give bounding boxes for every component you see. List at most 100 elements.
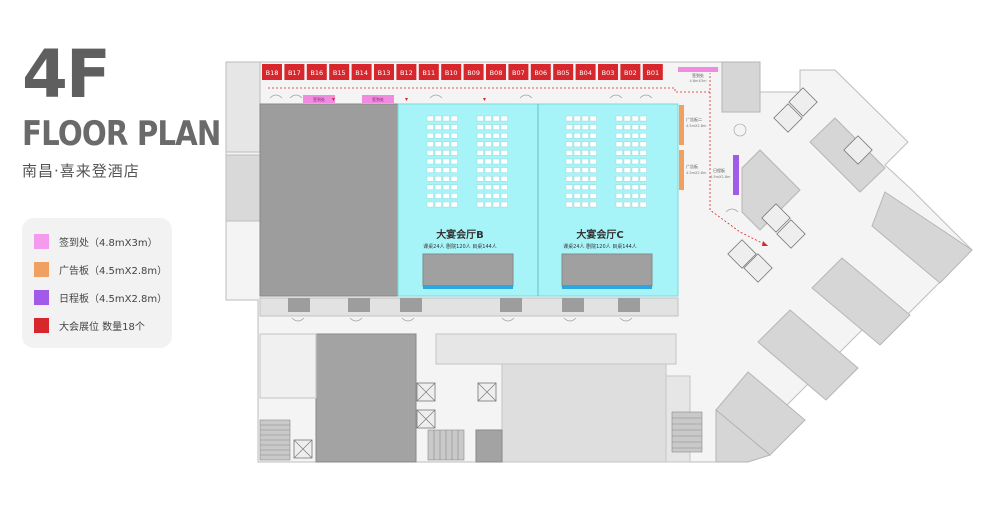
- seat: [589, 176, 597, 182]
- stairs: [259, 411, 703, 461]
- seat: [589, 124, 597, 130]
- seat: [589, 158, 597, 165]
- booth-b03: [598, 64, 618, 80]
- seat: [623, 158, 631, 165]
- south-small-room: [475, 429, 503, 463]
- legend-label: 日程板（4.5mX2.8m）: [59, 293, 168, 305]
- seat: [615, 133, 623, 139]
- seat: [450, 193, 458, 199]
- seat: [639, 167, 647, 173]
- seat: [426, 115, 434, 122]
- seat: [500, 141, 508, 147]
- seat: [623, 141, 631, 147]
- seat: [434, 167, 442, 173]
- seat: [450, 158, 458, 165]
- legend-label: 广告板（4.5mX2.8m）: [59, 265, 168, 277]
- legend-swatch-schedule-board: [34, 289, 49, 305]
- legend-label: 大会展位 数量18个: [59, 321, 145, 333]
- seat: [573, 176, 581, 182]
- elevator-crosses: [293, 382, 497, 459]
- ad-board-1-size: 4.5mX2.8m: [686, 124, 707, 128]
- seat: [589, 141, 597, 147]
- booth-label: B13: [378, 69, 391, 77]
- seat: [500, 184, 508, 190]
- booth-b17: [284, 64, 305, 80]
- seat: [623, 184, 631, 190]
- seat: [615, 158, 623, 165]
- seat: [573, 193, 581, 199]
- venue-name: 南昌·喜来登酒店: [22, 162, 140, 180]
- seat: [434, 184, 442, 190]
- seat: [581, 124, 589, 130]
- seat: [500, 193, 508, 199]
- booth-b16: [306, 64, 327, 80]
- seat: [615, 115, 623, 122]
- schedule-board-label: 日程板: [713, 167, 725, 173]
- seat: [589, 201, 597, 208]
- seat: [484, 141, 492, 147]
- seat: [500, 201, 508, 208]
- ad-board-1-label: 广告板二: [686, 116, 702, 122]
- seat: [434, 115, 442, 122]
- seat: [492, 141, 500, 147]
- seat: [434, 124, 442, 130]
- seat: [442, 150, 450, 156]
- schedule-board-size: 4.5mX2.8m: [710, 175, 731, 179]
- seat: [426, 201, 434, 208]
- booth-label: B05: [557, 69, 570, 77]
- seat: [631, 133, 639, 139]
- seat: [442, 133, 450, 139]
- ad-board-2: [679, 150, 684, 190]
- service-corridor-blocks: [288, 298, 640, 312]
- legend-item-ad-board: 广告板（4.5mX2.8m）: [34, 261, 167, 277]
- seat: [639, 124, 647, 130]
- seat: [623, 115, 631, 122]
- seat: [573, 115, 581, 122]
- seat: [434, 193, 442, 199]
- seat: [639, 184, 647, 190]
- seat: [581, 141, 589, 147]
- south-room-large: [315, 333, 417, 463]
- seat: [581, 176, 589, 182]
- seat: [623, 193, 631, 199]
- left-service-room: [225, 154, 261, 222]
- seat: [442, 176, 450, 182]
- seat: [476, 193, 484, 199]
- seat: [573, 201, 581, 208]
- seat: [476, 176, 484, 182]
- seat: [623, 150, 631, 156]
- seat: [484, 184, 492, 190]
- seat: [492, 193, 500, 199]
- seat: [639, 158, 647, 165]
- seat: [492, 184, 500, 190]
- seat: [623, 167, 631, 173]
- seat: [476, 184, 484, 190]
- seat: [639, 133, 647, 139]
- seat: [565, 201, 573, 208]
- seat: [492, 150, 500, 156]
- seat: [442, 115, 450, 122]
- seat: [442, 184, 450, 190]
- booth-label: B07: [512, 69, 525, 77]
- hall-b-stage: [422, 253, 514, 287]
- seat: [434, 133, 442, 139]
- booth-b04: [575, 64, 596, 80]
- seat: [639, 141, 647, 147]
- seat: [484, 201, 492, 208]
- seat: [615, 141, 623, 147]
- south-corridor: [435, 333, 677, 365]
- floor-plan-heading: FLOOR PLAN: [22, 114, 221, 154]
- route-arrows: [332, 98, 768, 246]
- seat: [639, 193, 647, 199]
- seat: [476, 124, 484, 130]
- booth-label: B18: [266, 69, 279, 77]
- seat: [484, 158, 492, 165]
- seat: [434, 201, 442, 208]
- service-corridor: [259, 297, 679, 317]
- seat: [589, 133, 597, 139]
- seat: [581, 201, 589, 208]
- ad-board-2-size: 4.5mX2.8m: [686, 171, 707, 175]
- seat: [581, 115, 589, 122]
- booth-b05: [553, 64, 574, 80]
